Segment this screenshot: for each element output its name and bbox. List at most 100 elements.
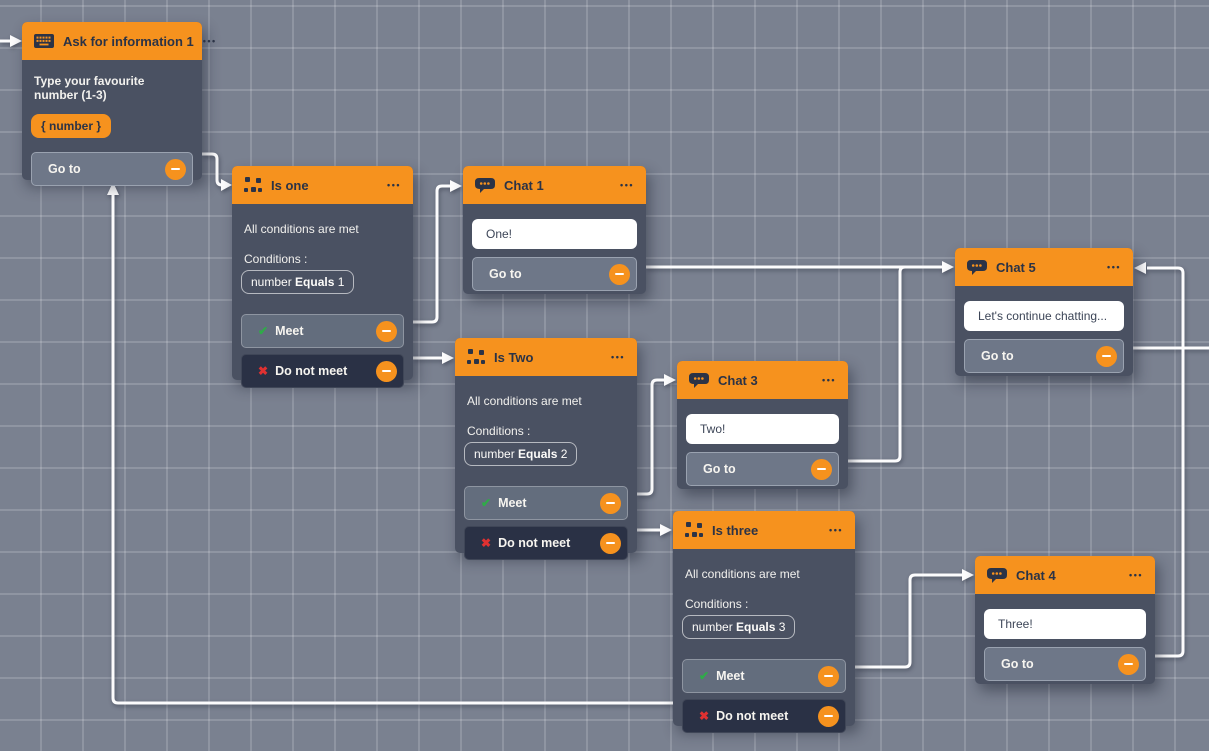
ellipsis-menu-icon[interactable]: ••• xyxy=(829,525,843,535)
node-body: One! Go to xyxy=(463,204,646,301)
node-header[interactable]: Ask for information 1 ••• xyxy=(22,22,215,60)
connector-isone-notmeet-to-istwo[interactable] xyxy=(413,352,454,364)
do-not-meet-label: Do not meet xyxy=(716,709,789,723)
node-header[interactable]: Chat 3 ••• xyxy=(677,361,848,399)
node-body: Type your favourite number (1-3) { numbe… xyxy=(22,60,202,196)
connector-chat3-goto-to-chat5[interactable] xyxy=(848,265,940,463)
conditions-label: Conditions : xyxy=(244,252,308,266)
do-not-meet-label: Do not meet xyxy=(275,364,348,378)
ellipsis-menu-icon[interactable]: ••• xyxy=(202,36,217,46)
goto-row[interactable]: Go to xyxy=(31,152,193,186)
goto-row[interactable]: Go to xyxy=(686,452,839,486)
ellipsis-menu-icon[interactable]: ••• xyxy=(611,352,625,362)
node-ask-for-information-1[interactable]: Ask for information 1 ••• Type your favo… xyxy=(22,22,215,186)
do-not-meet-row[interactable]: ✖ Do not meet xyxy=(464,526,628,560)
condition-chip[interactable]: number Equals 2 xyxy=(464,442,578,466)
chat-bubble-icon xyxy=(967,259,987,275)
remove-connection-button[interactable] xyxy=(609,263,630,285)
meet-row[interactable]: ✔ Meet xyxy=(464,486,628,520)
node-header[interactable]: Chat 4 ••• xyxy=(975,556,1155,594)
message-card[interactable]: One! xyxy=(472,219,637,249)
ellipsis-menu-icon[interactable]: ••• xyxy=(620,180,634,190)
meet-label: Meet xyxy=(498,496,527,510)
node-is-two[interactable]: Is Two ••• All conditions are met Condit… xyxy=(455,338,637,560)
ellipsis-menu-icon[interactable]: ••• xyxy=(387,180,401,190)
meet-label: Meet xyxy=(716,669,745,683)
message-card[interactable]: Let's continue chatting... xyxy=(964,301,1124,331)
node-header[interactable]: Is one ••• xyxy=(232,166,413,204)
remove-connection-button[interactable] xyxy=(1118,653,1139,675)
node-body: Two! Go to xyxy=(677,399,848,496)
node-title: Chat 4 xyxy=(1016,567,1056,583)
cross-icon: ✖ xyxy=(481,536,492,550)
sitemap-icon xyxy=(467,349,485,365)
conditions-summary: All conditions are met xyxy=(685,567,800,581)
ellipsis-menu-icon[interactable]: ••• xyxy=(822,375,836,385)
meet-row[interactable]: ✔ Meet xyxy=(241,314,404,348)
remove-connection-button[interactable] xyxy=(818,705,839,727)
condition-variable: number xyxy=(474,447,515,461)
node-header[interactable]: Chat 5 ••• xyxy=(955,248,1133,286)
keyboard-icon xyxy=(34,34,54,48)
condition-operator: Equals xyxy=(295,275,335,289)
connector-istwo-meet-to-chat3[interactable] xyxy=(637,374,676,496)
sitemap-icon xyxy=(685,522,703,538)
goto-label: Go to xyxy=(48,162,81,176)
node-chat-4[interactable]: Chat 4 ••• Three! Go to xyxy=(975,556,1155,684)
condition-chip[interactable]: number Equals 1 xyxy=(241,270,355,294)
node-header[interactable]: Chat 1 ••• xyxy=(463,166,646,204)
conditions-label: Conditions : xyxy=(685,597,749,611)
ellipsis-menu-icon[interactable]: ••• xyxy=(1107,262,1121,272)
message-card[interactable]: Three! xyxy=(984,609,1146,639)
goto-row[interactable]: Go to xyxy=(964,339,1124,373)
variable-chip[interactable]: { number } xyxy=(31,114,112,138)
condition-operator: Equals xyxy=(736,620,776,634)
connector-chat1-goto-to-chat5[interactable] xyxy=(646,261,954,273)
connector-istwo-notmeet-to-isthree[interactable] xyxy=(637,524,672,536)
node-is-three[interactable]: Is three ••• All conditions are met Cond… xyxy=(673,511,855,733)
node-chat-1[interactable]: Chat 1 ••• One! Go to xyxy=(463,166,646,294)
condition-value: 3 xyxy=(778,620,786,634)
conditions-label: Conditions : xyxy=(467,424,531,438)
goto-label: Go to xyxy=(703,462,736,476)
node-title: Chat 5 xyxy=(996,259,1036,275)
do-not-meet-label: Do not meet xyxy=(498,536,571,550)
cross-icon: ✖ xyxy=(699,709,710,723)
remove-connection-button[interactable] xyxy=(165,158,186,180)
check-icon: ✔ xyxy=(481,496,492,510)
ellipsis-menu-icon[interactable]: ••• xyxy=(1129,570,1143,580)
remove-connection-button[interactable] xyxy=(376,320,397,342)
condition-variable: number xyxy=(251,275,292,289)
meet-row[interactable]: ✔ Meet xyxy=(682,659,846,693)
remove-connection-button[interactable] xyxy=(600,532,621,554)
remove-connection-button[interactable] xyxy=(1096,345,1117,367)
goto-row[interactable]: Go to xyxy=(472,257,637,291)
node-body: Let's continue chatting... Go to xyxy=(955,286,1133,383)
do-not-meet-row[interactable]: ✖ Do not meet xyxy=(682,699,846,733)
connector-ask1-goto-to-isone[interactable] xyxy=(202,152,232,191)
connector-isthree-meet-to-chat4[interactable] xyxy=(855,569,974,669)
node-chat-5[interactable]: Chat 5 ••• Let's continue chatting... Go… xyxy=(955,248,1133,376)
do-not-meet-row[interactable]: ✖ Do not meet xyxy=(241,354,404,388)
node-title: Chat 3 xyxy=(718,372,758,388)
goto-row[interactable]: Go to xyxy=(984,647,1146,681)
remove-connection-button[interactable] xyxy=(818,665,839,687)
remove-connection-button[interactable] xyxy=(811,458,832,480)
node-title: Ask for information 1 xyxy=(63,33,194,49)
node-chat-3[interactable]: Chat 3 ••• Two! Go to xyxy=(677,361,848,489)
condition-chip[interactable]: number Equals 3 xyxy=(682,615,796,639)
node-header[interactable]: Is three ••• xyxy=(673,511,855,549)
remove-connection-button[interactable] xyxy=(376,360,397,382)
connector-entry-to-ask1[interactable] xyxy=(0,35,22,47)
chat-bubble-icon xyxy=(475,177,495,193)
connector-isone-meet-to-chat1[interactable] xyxy=(413,180,462,324)
condition-value: 2 xyxy=(560,447,568,461)
node-is-one[interactable]: Is one ••• All conditions are met Condit… xyxy=(232,166,413,388)
goto-label: Go to xyxy=(981,349,1014,363)
remove-connection-button[interactable] xyxy=(600,492,621,514)
message-card[interactable]: Two! xyxy=(686,414,839,444)
node-title: Is one xyxy=(271,177,309,193)
node-header[interactable]: Is Two ••• xyxy=(455,338,637,376)
cross-icon: ✖ xyxy=(258,364,269,378)
